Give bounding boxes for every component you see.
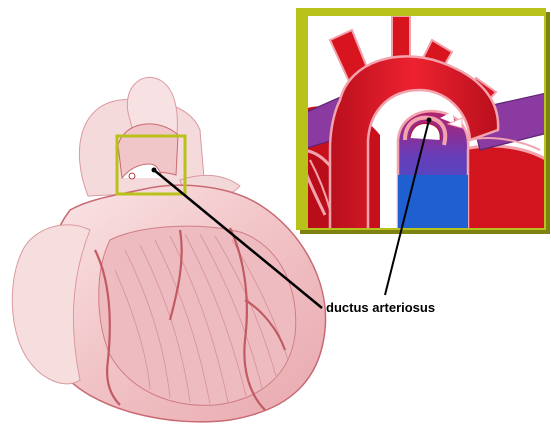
inset-magnified-view — [296, 8, 551, 235]
ductus-arteriosus-label: ductus arteriosus — [326, 300, 435, 315]
heart-illustration — [12, 77, 325, 421]
